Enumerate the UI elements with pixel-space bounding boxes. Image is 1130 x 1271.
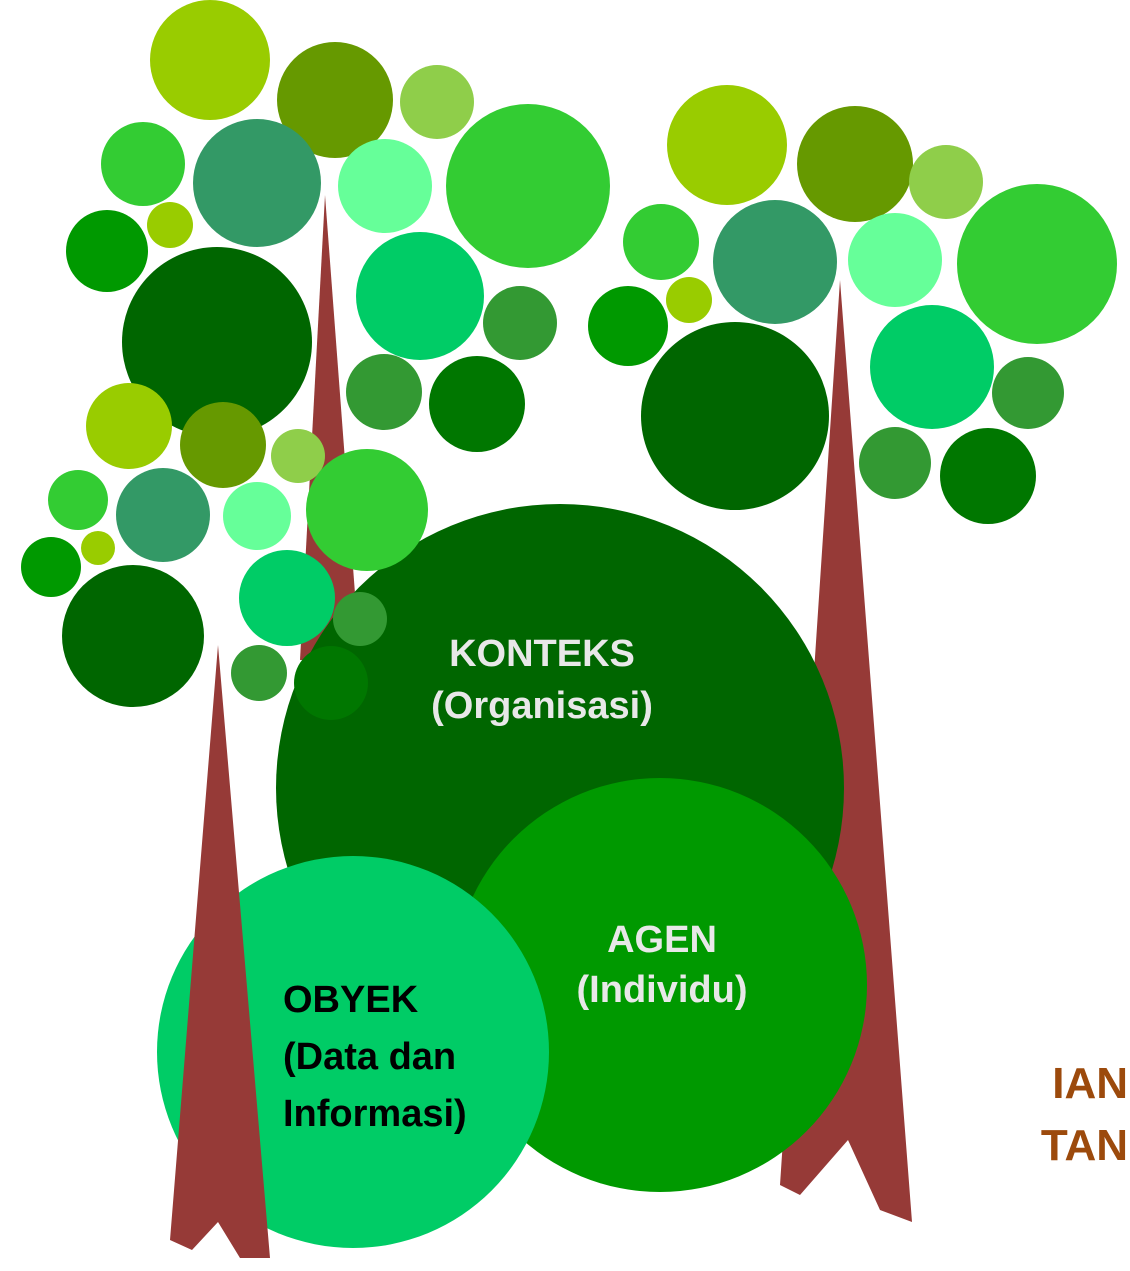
foliage-circle: [66, 210, 148, 292]
konteks-title: KONTEKS: [449, 633, 635, 675]
obyek-subtitle-2: Informasi): [283, 1093, 467, 1135]
foliage-circle: [992, 357, 1064, 429]
tree-left: [21, 383, 428, 720]
foliage-circle: [277, 42, 393, 158]
foliage-circle: [81, 531, 115, 565]
partial-text-line-1: IAN: [1052, 1059, 1128, 1108]
tree-back: [66, 0, 610, 660]
foliage-circle: [483, 286, 557, 360]
foliage-circle: [180, 402, 266, 488]
foliage-circle: [429, 356, 525, 452]
foliage-circle: [870, 305, 994, 429]
foliage-circle: [306, 449, 428, 571]
trunk-left: [170, 645, 270, 1258]
foliage-circle: [623, 204, 699, 280]
foliage-circle: [101, 122, 185, 206]
foliage-circle: [848, 213, 942, 307]
foliage-circle: [86, 383, 172, 469]
agen-shape: [453, 778, 867, 1192]
foliage-circle: [909, 145, 983, 219]
foliage-circle: [346, 354, 422, 430]
agen-title: AGEN: [607, 919, 717, 961]
foliage-circle: [223, 482, 291, 550]
foliage-circle: [193, 119, 321, 247]
foliage-circle: [150, 0, 270, 120]
foliage-circle: [446, 104, 610, 268]
foliage-circle: [666, 277, 712, 323]
obyek-title: OBYEK: [283, 979, 419, 1021]
foliage-circle: [231, 645, 287, 701]
foliage-circle: [641, 322, 829, 510]
foliage-circle: [957, 184, 1117, 344]
foliage-circle: [62, 565, 204, 707]
foliage-circle: [713, 200, 837, 324]
foliage-circle: [294, 646, 368, 720]
foliage-circle: [338, 139, 432, 233]
foliage-circle: [122, 247, 312, 437]
agen-circle: AGEN (Individu): [453, 778, 867, 1192]
foliage-circle: [271, 429, 325, 483]
foliage-circle: [588, 286, 668, 366]
partial-text-line-2: TAN: [1041, 1121, 1128, 1170]
konteks-subtitle: (Organisasi): [431, 685, 653, 727]
foliage-circle: [400, 65, 474, 139]
foliage-circle: [356, 232, 484, 360]
foliage-circle: [116, 468, 210, 562]
foliage-circle: [667, 85, 787, 205]
foliage-circle: [333, 592, 387, 646]
foliage-circle: [21, 537, 81, 597]
foliage-circle: [147, 202, 193, 248]
foliage-circle: [239, 550, 335, 646]
foliage-circle: [48, 470, 108, 530]
agen-subtitle: (Individu): [577, 969, 748, 1011]
obyek-subtitle-1: (Data dan: [283, 1036, 456, 1078]
foliage-circle: [797, 106, 913, 222]
foliage-circle: [859, 427, 931, 499]
foliage-circle: [940, 428, 1036, 524]
